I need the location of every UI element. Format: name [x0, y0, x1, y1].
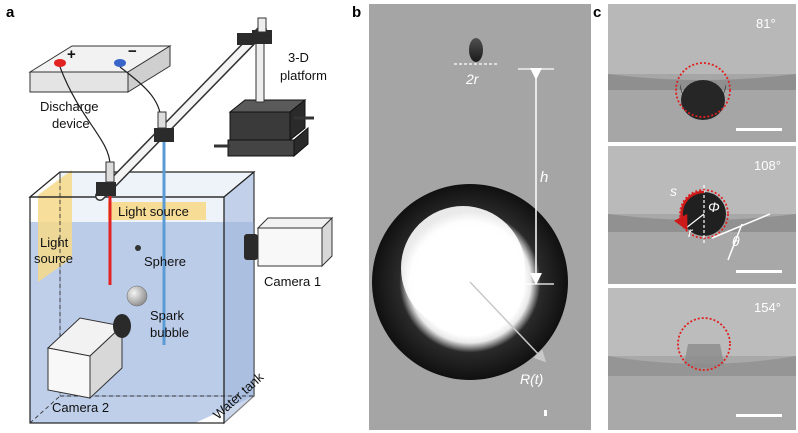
phi-label: Φ [708, 199, 720, 215]
light-source-top-panel [108, 202, 206, 220]
plus-sign: + [67, 46, 76, 63]
contact-circle-154 [677, 317, 731, 371]
tank-front-face [29, 196, 225, 424]
sphere-154 [684, 344, 724, 368]
r-label: r [688, 224, 694, 240]
scale-bar-3 [736, 414, 782, 417]
scale-bar-2 [736, 270, 782, 273]
angle-108-label: 108° [754, 158, 781, 173]
panel-label-b: b [352, 4, 362, 21]
platform-block-top [229, 111, 291, 141]
scale-bar-1 [736, 128, 782, 131]
platform-label-1: 3-D [288, 50, 309, 65]
radius-arrow [469, 281, 547, 363]
light-source-top-label: Light source [118, 204, 189, 219]
sphere-label: Sphere [144, 254, 186, 269]
panel-b-scale-bar [544, 410, 547, 416]
spark-bubble-label-2: bubble [150, 325, 189, 340]
arc-length-s [673, 190, 705, 231]
light-source-left-label-2: source [34, 251, 73, 266]
platform-block-bottom [227, 139, 295, 157]
sphere [135, 245, 141, 251]
light-source-left-panel [38, 170, 72, 282]
platform-label-2: platform [280, 68, 327, 83]
discharge-device-front [29, 71, 129, 93]
arm-clamp-top [252, 30, 272, 44]
platform-post [255, 37, 265, 103]
light-source-left-label-1: Light [40, 235, 69, 250]
two-r-label: 2r [465, 71, 480, 87]
spark-bubble-label-1: Spark [150, 308, 184, 323]
discharge-device-label-1: Discharge [40, 99, 99, 114]
camera2-body [47, 347, 91, 399]
discharge-device-label-2: device [52, 116, 90, 131]
panel-c-images: 81° s Φ r θ 108° 154° [608, 4, 796, 430]
camera1-label: Camera 1 [264, 274, 321, 289]
s-label: s [670, 183, 677, 199]
electrode-clamp [96, 182, 116, 196]
panel-label-c: c [593, 4, 602, 21]
contact-circle-81 [675, 62, 731, 118]
panel-a-schematic: + − [28, 17, 334, 425]
camera1-body-top [256, 217, 334, 229]
sphere-81 [681, 80, 725, 120]
angle-81-label: 81° [756, 16, 776, 31]
radius-label: R(t) [520, 371, 543, 387]
positive-wire [59, 66, 111, 166]
positive-terminal [54, 59, 66, 67]
negative-terminal [114, 59, 126, 67]
camera1-body [257, 227, 323, 267]
h-label: h [540, 169, 548, 186]
theta-label: θ [732, 233, 740, 249]
camera1-lens [244, 234, 258, 260]
minus-sign: − [128, 43, 137, 60]
camera2-lens [113, 314, 131, 338]
fiber-clamp [154, 128, 174, 142]
panel-b-image: 2r h R(t) [369, 4, 591, 430]
mount-arm [96, 26, 266, 200]
camera2-label: Camera 2 [52, 400, 109, 415]
falling-sphere [469, 38, 483, 62]
angle-154-label: 154° [754, 300, 781, 315]
spark-bubble [126, 285, 148, 307]
panel-label-a: a [6, 4, 15, 21]
